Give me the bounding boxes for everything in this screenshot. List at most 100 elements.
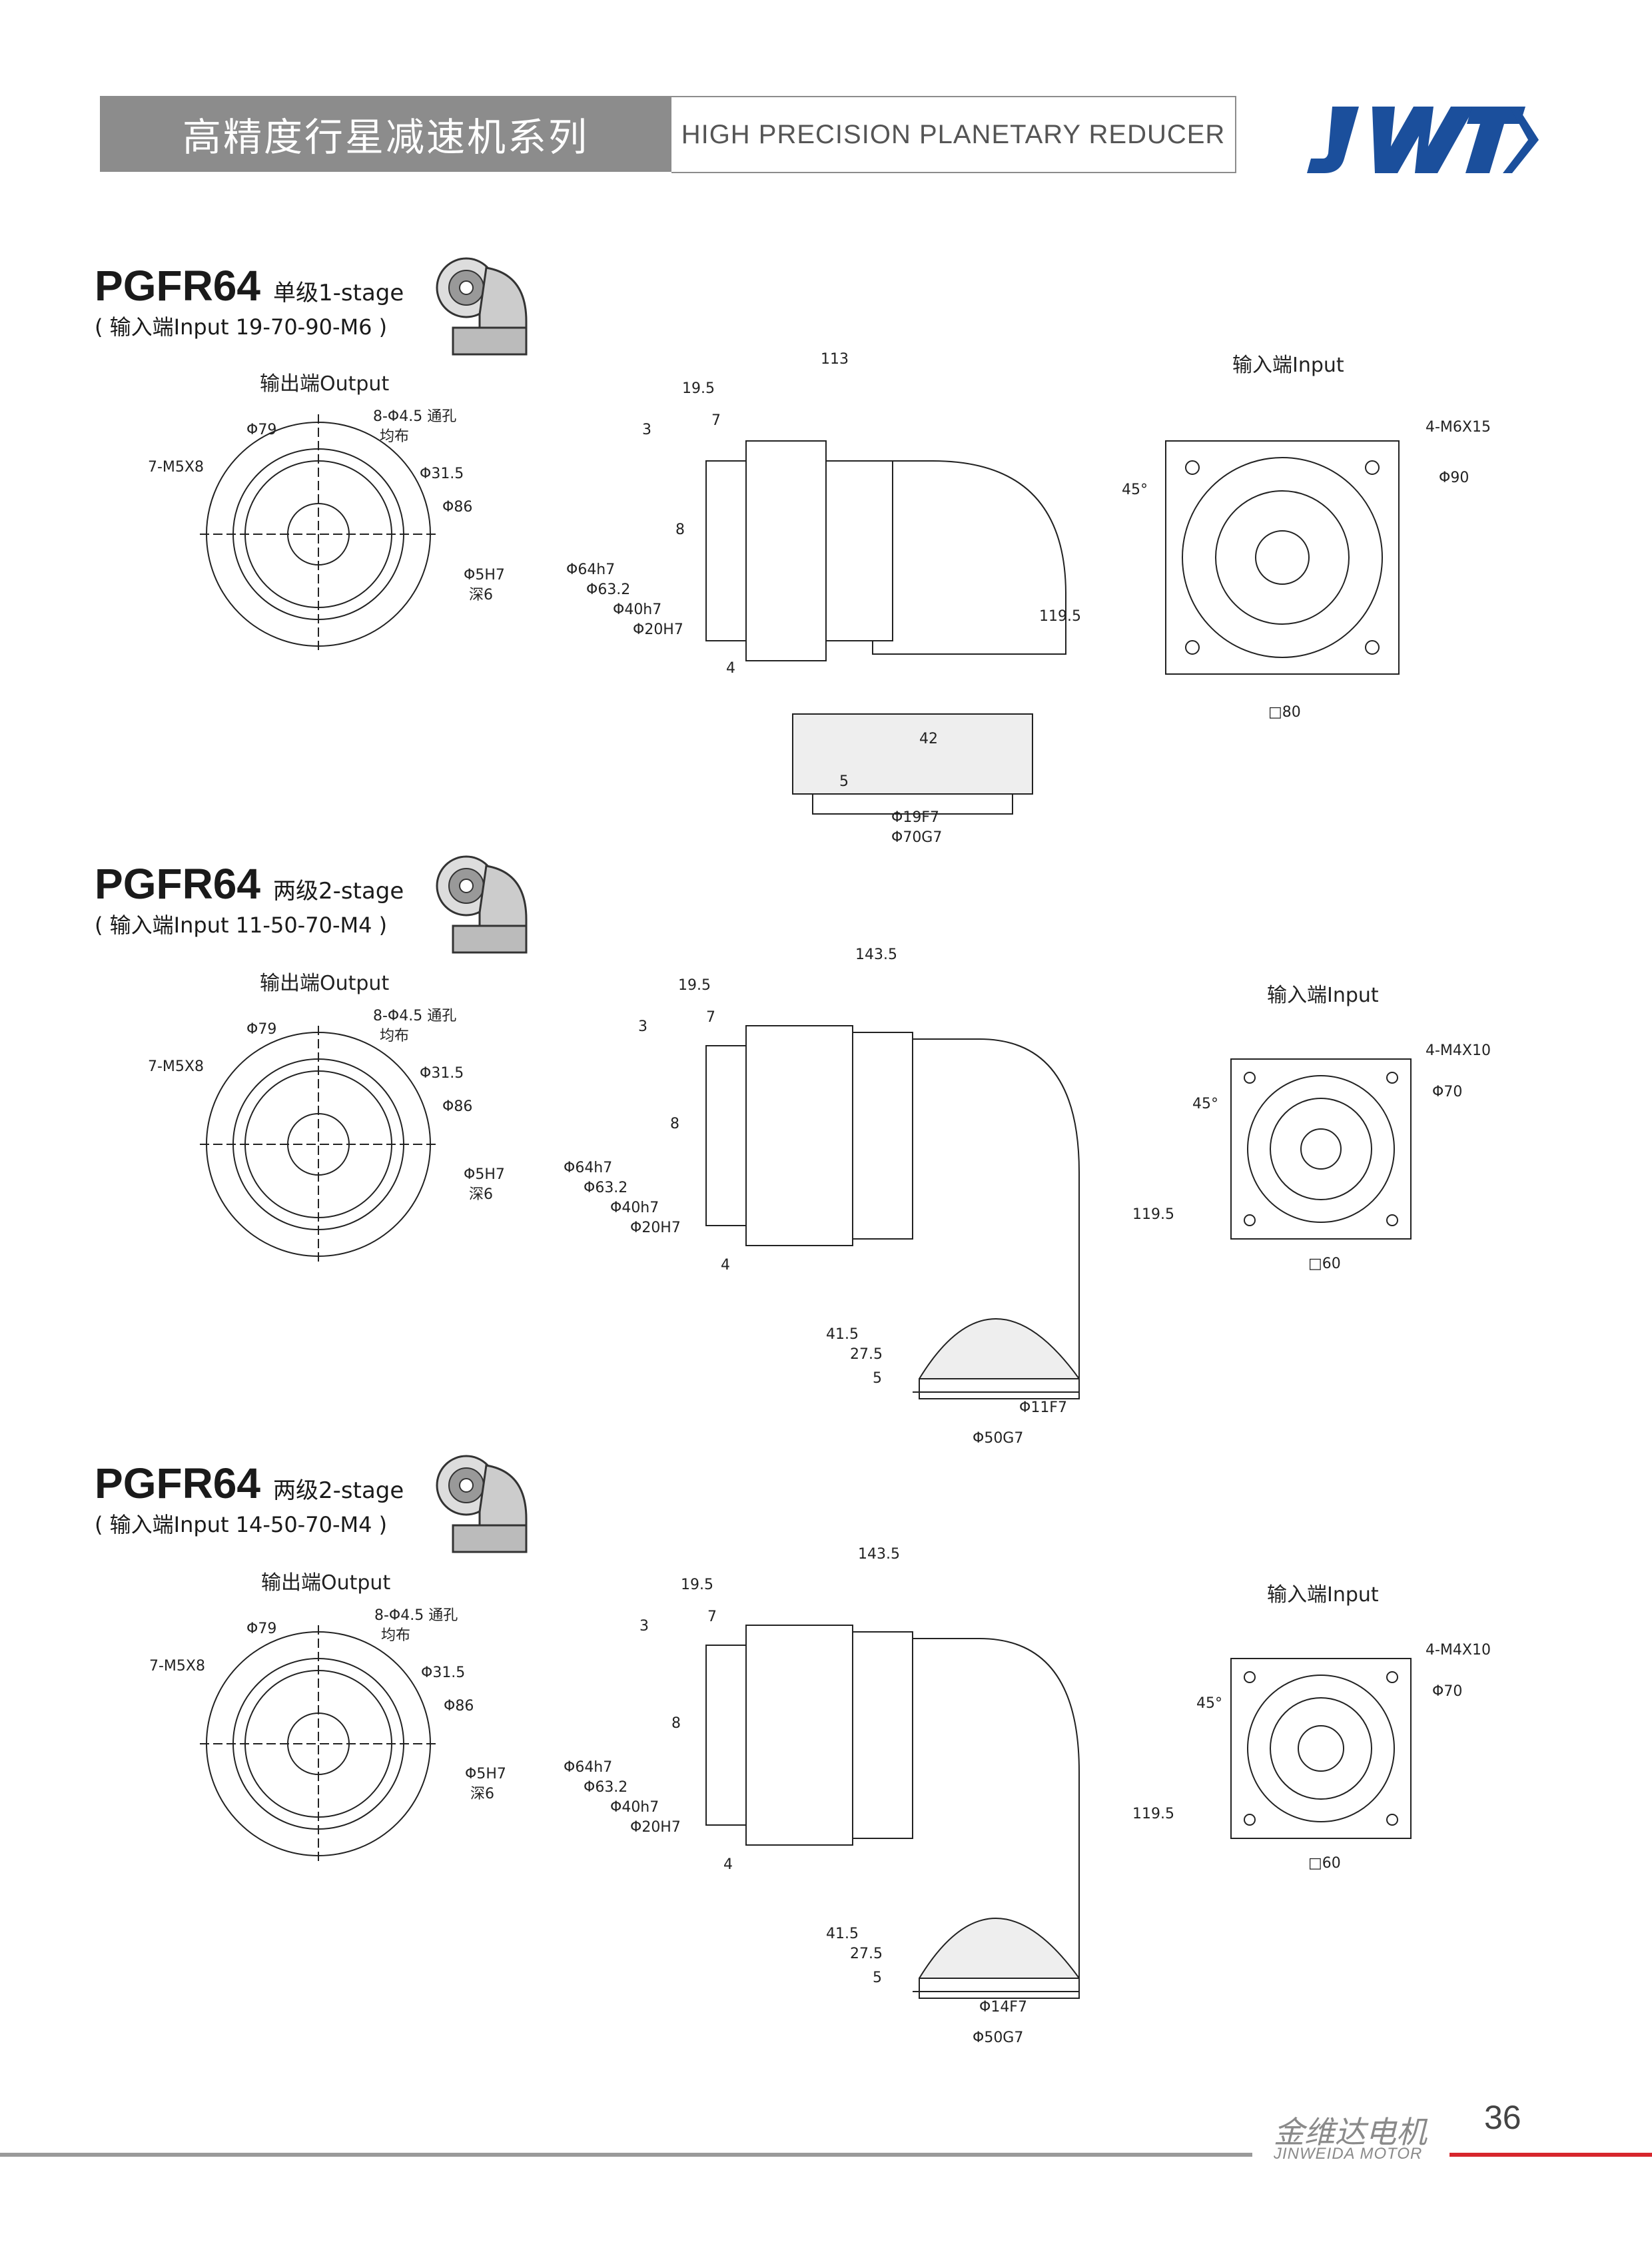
side-od3: Φ40h7 bbox=[610, 1799, 659, 1816]
side-h5: 5 bbox=[839, 773, 849, 790]
company-name-cn: 金维达电机 bbox=[1274, 2114, 1427, 2150]
side-od4: Φ20H7 bbox=[630, 1819, 681, 1836]
footer-divider bbox=[0, 2153, 1252, 2157]
model-section-1: PGFR64 单级1-stage ( 输入端Input 19-70-90-M6 … bbox=[0, 257, 1652, 847]
output-d315: Φ31.5 bbox=[420, 466, 464, 482]
input-square: □60 bbox=[1308, 1855, 1341, 1872]
product-thumbnail-icon bbox=[436, 855, 528, 954]
output-thread: 7-M5X8 bbox=[148, 1058, 204, 1075]
side-d4: 4 bbox=[726, 660, 735, 677]
side-flange-length: 19.5 bbox=[681, 1577, 713, 1593]
side-od3: Φ40h7 bbox=[613, 601, 661, 618]
side-h275: 27.5 bbox=[850, 1346, 883, 1363]
output-d86: Φ86 bbox=[442, 1098, 472, 1115]
side-od1: Φ64h7 bbox=[564, 1759, 612, 1776]
model-name: PGFR64 bbox=[95, 1459, 260, 1507]
header-title-en: HIGH PRECISION PLANETARY REDUCER bbox=[671, 96, 1236, 173]
side-d4: 4 bbox=[721, 1257, 730, 1274]
side-d4: 4 bbox=[723, 1856, 733, 1873]
input-holes: 4-M6X15 bbox=[1426, 419, 1491, 436]
side-pilot: Φ70G7 bbox=[891, 829, 942, 846]
model-section-2: PGFR64 两级2-stage ( 输入端Input 11-50-70-M4 … bbox=[0, 855, 1652, 1445]
side-flange-length: 19.5 bbox=[678, 977, 711, 994]
output-pin: Φ5H7 bbox=[465, 1766, 506, 1782]
side-d8: 8 bbox=[671, 1715, 681, 1732]
side-height: 119.5 bbox=[1039, 608, 1081, 625]
model-name: PGFR64 bbox=[95, 262, 260, 310]
side-od3: Φ40h7 bbox=[610, 1200, 659, 1216]
drawing-canvas: 输出端Output 8-Φ4.5 通孔 均布 7-M5X8 Φ79 Φ31.5 … bbox=[149, 1546, 1491, 2045]
side-d3: 3 bbox=[642, 422, 651, 438]
output-d79: Φ79 bbox=[246, 1621, 276, 1637]
input-angle: 45° bbox=[1192, 1096, 1218, 1112]
output-pin-depth: 深6 bbox=[470, 1786, 494, 1802]
output-holes: 8-Φ4.5 通孔 bbox=[374, 1607, 458, 1624]
side-total-length: 143.5 bbox=[858, 1546, 900, 1563]
output-d79: Φ79 bbox=[246, 1021, 276, 1038]
input-pcd: Φ90 bbox=[1439, 470, 1469, 486]
side-bore: Φ11F7 bbox=[1019, 1399, 1067, 1416]
side-od2: Φ63.2 bbox=[584, 1779, 627, 1796]
input-holes: 4-M4X10 bbox=[1426, 1042, 1491, 1059]
output-pin: Φ5H7 bbox=[464, 1166, 505, 1183]
output-d315: Φ31.5 bbox=[420, 1065, 464, 1082]
side-height: 119.5 bbox=[1132, 1206, 1174, 1223]
stage-label: 两级2-stage bbox=[273, 878, 404, 905]
jwt-logo bbox=[1307, 107, 1539, 173]
input-view-title: 输入端Input bbox=[1267, 1583, 1379, 1607]
company-name-en: JINWEIDA MOTOR bbox=[1274, 2145, 1423, 2163]
input-angle: 45° bbox=[1122, 482, 1148, 498]
model-name: PGFR64 bbox=[95, 860, 260, 908]
side-flange-length: 19.5 bbox=[682, 380, 715, 397]
output-d86: Φ86 bbox=[444, 1698, 474, 1714]
output-view-title: 输出端Output bbox=[260, 372, 389, 396]
side-h5: 5 bbox=[873, 1970, 882, 1986]
input-spec: ( 输入端Input 19-70-90-M6 ) bbox=[95, 314, 388, 340]
output-holes-note: 均布 bbox=[380, 428, 409, 445]
drawing-canvas: 输出端Output 8-Φ4.5 通孔 均布 7-M5X8 Φ79 Φ31.5 … bbox=[148, 351, 1491, 846]
input-angle: 45° bbox=[1196, 1695, 1222, 1712]
output-view-title: 输出端Output bbox=[260, 972, 389, 995]
header-title-cn: 高精度行星减速机系列 bbox=[100, 96, 671, 172]
input-holes: 4-M4X10 bbox=[1426, 1642, 1491, 1659]
product-thumbnail-icon bbox=[436, 257, 528, 356]
input-view-title: 输入端Input bbox=[1267, 984, 1379, 1007]
output-holes: 8-Φ4.5 通孔 bbox=[373, 1008, 456, 1024]
output-holes: 8-Φ4.5 通孔 bbox=[373, 408, 456, 425]
side-h275: 27.5 bbox=[850, 1946, 883, 1962]
drawing-canvas: 输出端Output 8-Φ4.5 通孔 均布 7-M5X8 Φ79 Φ31.5 … bbox=[148, 946, 1491, 1445]
input-square: □80 bbox=[1268, 704, 1301, 721]
side-pilot: Φ50G7 bbox=[973, 2030, 1023, 2045]
side-h415: 41.5 bbox=[826, 1326, 859, 1343]
input-pcd: Φ70 bbox=[1432, 1683, 1462, 1700]
side-d7: 7 bbox=[706, 1009, 715, 1026]
side-h5: 5 bbox=[873, 1370, 882, 1387]
input-square: □60 bbox=[1308, 1256, 1341, 1272]
input-pcd: Φ70 bbox=[1432, 1084, 1462, 1100]
input-view-title: 输入端Input bbox=[1232, 354, 1344, 377]
page-number: 36 bbox=[1484, 2099, 1521, 2136]
side-pilot: Φ50G7 bbox=[973, 1430, 1023, 1445]
side-d8: 8 bbox=[670, 1116, 679, 1132]
side-d3: 3 bbox=[639, 1618, 649, 1635]
side-d7: 7 bbox=[711, 412, 721, 429]
side-height: 119.5 bbox=[1132, 1806, 1174, 1822]
side-od4: Φ20H7 bbox=[630, 1220, 681, 1236]
side-d7: 7 bbox=[707, 1609, 717, 1625]
output-d79: Φ79 bbox=[246, 422, 276, 438]
side-total-length: 143.5 bbox=[855, 946, 897, 963]
output-holes-note: 均布 bbox=[381, 1627, 410, 1644]
output-pin-depth: 深6 bbox=[469, 587, 493, 603]
output-thread: 7-M5X8 bbox=[149, 1658, 205, 1675]
output-thread: 7-M5X8 bbox=[148, 459, 204, 476]
output-holes-note: 均布 bbox=[380, 1028, 409, 1044]
model-section-3: PGFR64 两级2-stage ( 输入端Input 14-50-70-M4 … bbox=[0, 1455, 1652, 2045]
stage-label: 单级1-stage bbox=[273, 280, 404, 306]
footer-accent-line bbox=[1449, 2153, 1652, 2157]
side-od2: Φ63.2 bbox=[584, 1180, 627, 1196]
product-thumbnail-icon bbox=[436, 1455, 528, 1553]
side-bore: Φ14F7 bbox=[979, 1999, 1027, 2016]
side-total-length: 113 bbox=[821, 351, 849, 368]
side-h415: 41.5 bbox=[826, 1926, 859, 1942]
side-h42: 42 bbox=[919, 731, 938, 747]
